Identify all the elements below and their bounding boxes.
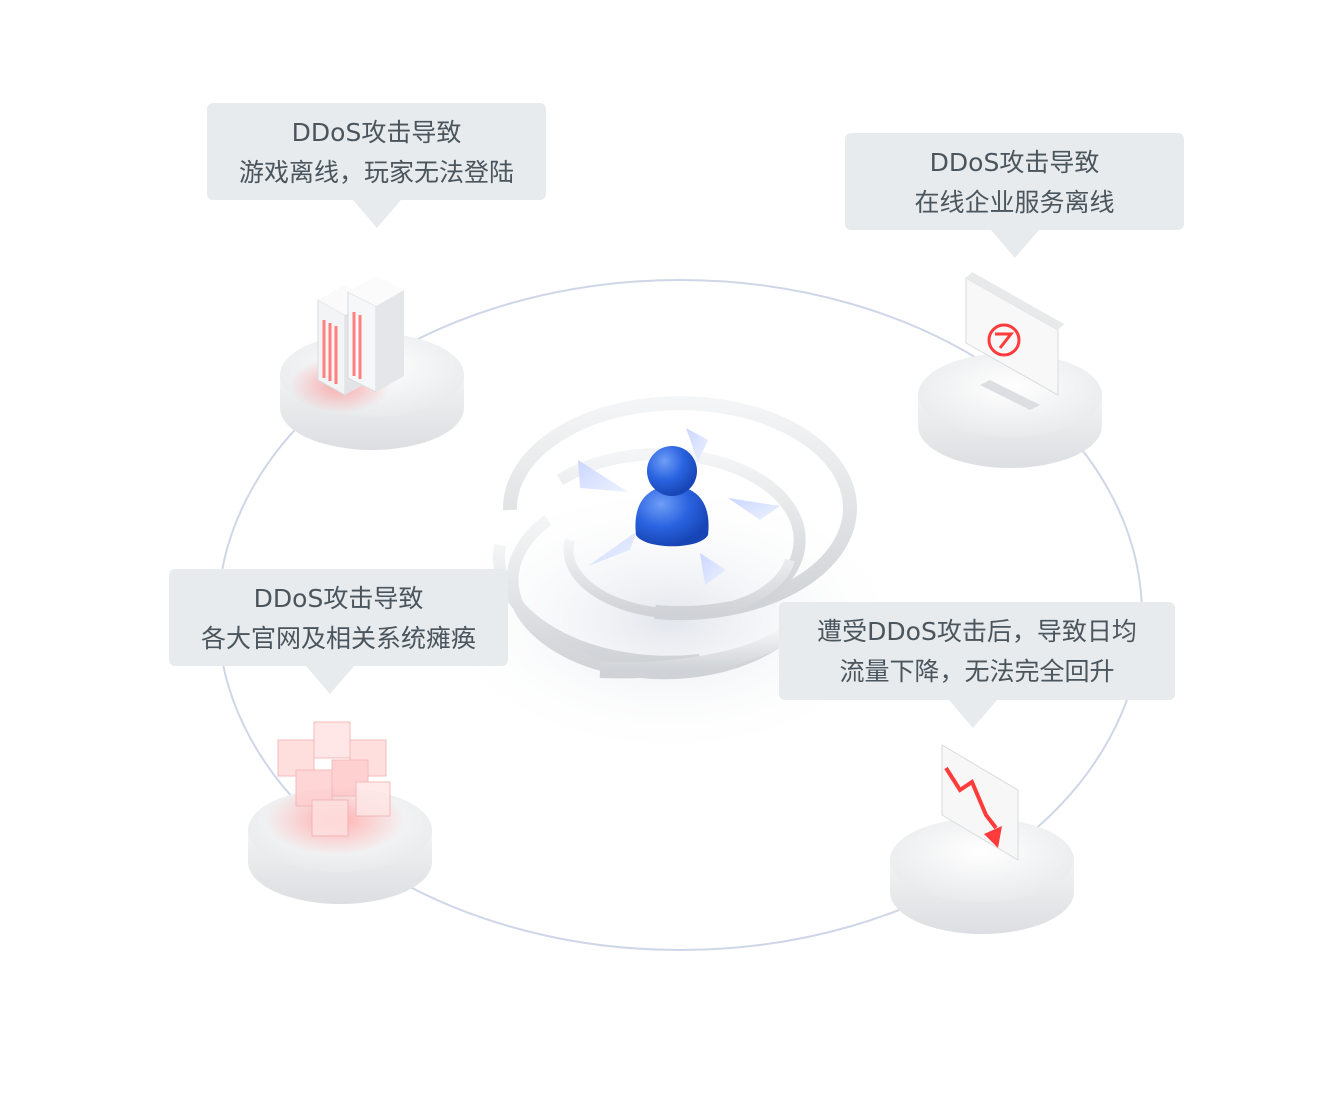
shard-top-right bbox=[686, 428, 708, 462]
callout-game-line1: DDoS攻击导致 bbox=[291, 118, 462, 147]
callout-websites-line1: DDoS攻击导致 bbox=[253, 584, 424, 613]
user-target-head bbox=[647, 446, 697, 496]
callout-traffic: 遭受DDoS攻击后，导致日均 流量下降，无法完全回升 bbox=[779, 602, 1175, 728]
callout-enterprise: DDoS攻击导致 在线企业服务离线 bbox=[845, 133, 1184, 258]
server-icon bbox=[317, 276, 404, 396]
cube-cluster-icon bbox=[277, 721, 391, 837]
pedestal-enterprise bbox=[918, 272, 1102, 468]
shard-bottom bbox=[700, 553, 726, 585]
callout-game-line2: 游戏离线，玩家无法登陆 bbox=[238, 158, 514, 187]
callout-game: DDoS攻击导致 游戏离线，玩家无法登陆 bbox=[207, 103, 546, 228]
decline-line bbox=[944, 766, 998, 830]
attack-shards bbox=[578, 428, 780, 585]
chart-decline-icon bbox=[941, 744, 1019, 861]
decline-arrow bbox=[984, 826, 1002, 848]
vortex-ring-outer bbox=[502, 396, 857, 621]
shard-right bbox=[728, 498, 780, 520]
monitor-error-icon bbox=[965, 272, 1064, 410]
callout-websites-line2: 各大官网及相关系统瘫痪 bbox=[200, 624, 476, 653]
pedestal-game bbox=[280, 276, 464, 450]
callout-enterprise-line2: 在线企业服务离线 bbox=[914, 188, 1115, 217]
cube bbox=[355, 781, 391, 817]
error-mark bbox=[995, 332, 1015, 349]
cube bbox=[311, 799, 349, 837]
user-target-icon bbox=[635, 446, 709, 547]
callout-enterprise-line1: DDoS攻击导致 bbox=[929, 148, 1100, 177]
pedestal-traffic bbox=[890, 744, 1074, 934]
vortex-ring-inner bbox=[563, 538, 795, 619]
shard-left bbox=[588, 532, 636, 566]
error-ring bbox=[987, 323, 1021, 357]
shard-top-left bbox=[578, 460, 628, 492]
server-right-top bbox=[348, 276, 404, 306]
server-right-front bbox=[347, 291, 377, 393]
callout-traffic-line1: 遭受DDoS攻击后，导致日均 bbox=[817, 617, 1137, 646]
server-right-side bbox=[376, 290, 404, 392]
monitor-stand bbox=[980, 380, 1040, 410]
monitor-edge bbox=[966, 272, 1064, 330]
user-target-body bbox=[635, 486, 709, 547]
callout-websites: DDoS攻击导致 各大官网及相关系统瘫痪 bbox=[169, 569, 508, 694]
cube bbox=[313, 721, 351, 759]
pedestal-traffic-top bbox=[890, 818, 1074, 902]
callout-traffic-line2: 流量下降，无法完全回升 bbox=[839, 657, 1115, 686]
vortex-ring-bottom bbox=[599, 624, 796, 679]
pedestal-websites bbox=[248, 721, 432, 904]
cube bbox=[331, 759, 369, 797]
